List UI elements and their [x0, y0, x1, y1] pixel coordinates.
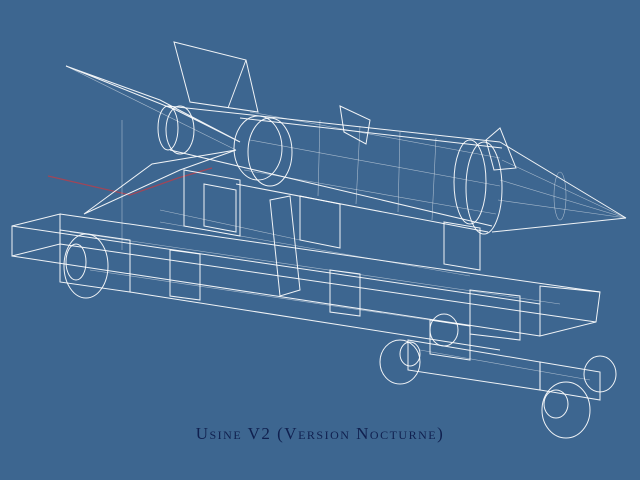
wheel-assembly [63, 233, 617, 439]
axis-marker [47, 120, 213, 250]
tail-fins [65, 41, 517, 215]
trailer-chassis [11, 213, 601, 351]
missile-body [157, 105, 503, 235]
nose-cone [491, 141, 627, 233]
cradle [159, 169, 481, 297]
model-caption: Usine V2 (Version Nocturne) [195, 424, 445, 443]
